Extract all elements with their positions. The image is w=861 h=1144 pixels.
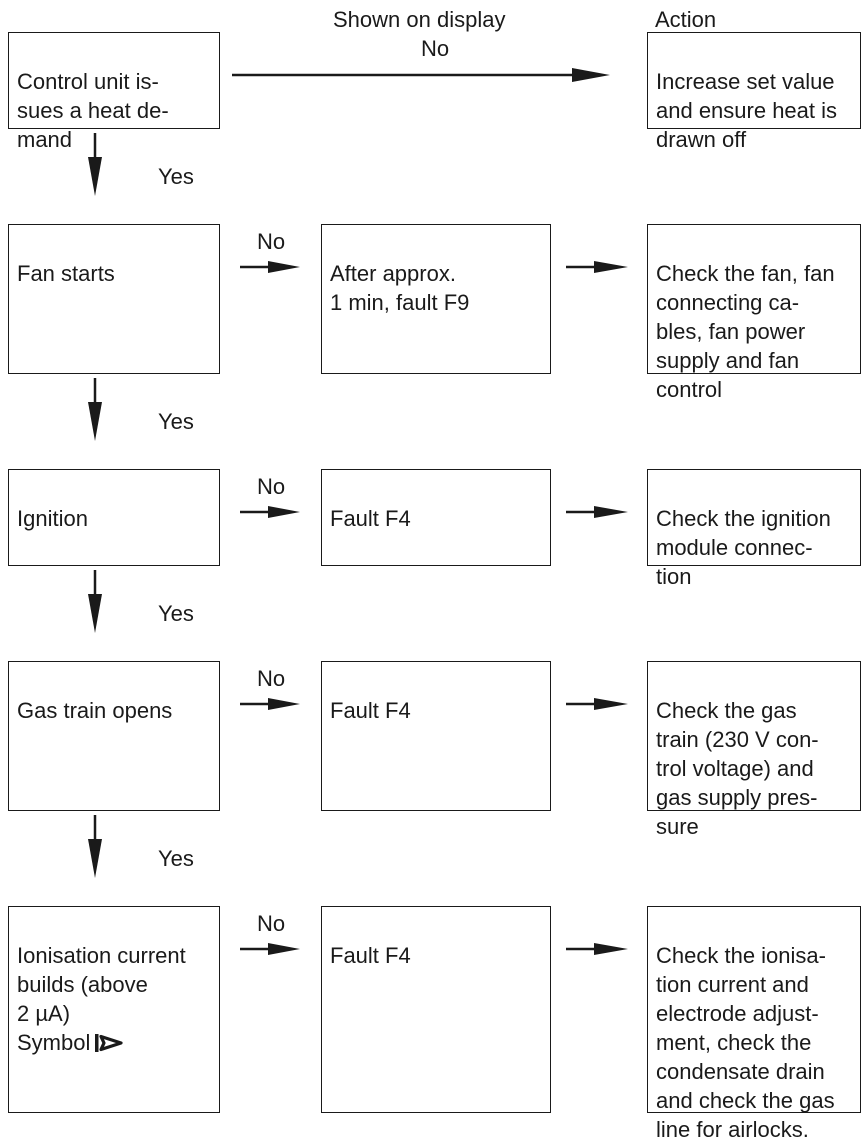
- no-label-row1: No: [421, 36, 450, 61]
- display-text: Fault F4: [330, 943, 411, 968]
- header-shown-on-display: Shown on display: [333, 7, 506, 32]
- box-ionisation-current: Ionisation current builds (above 2 µA) S…: [8, 906, 220, 1113]
- no-label-row4: No: [257, 666, 286, 691]
- box-display-row3: Fault F4: [321, 469, 551, 566]
- box-action-row2: Check the fan, fan connecting ca- bles, …: [647, 224, 861, 402]
- yes-label-2: Yes: [158, 409, 194, 434]
- box-control-unit-heat-demand: Control unit is- sues a heat de- mand: [8, 32, 220, 152]
- display-text: Fault F4: [330, 506, 411, 531]
- header-action: Action: [655, 7, 717, 32]
- no-label-row2: No: [257, 229, 286, 254]
- no-label-row3: No: [257, 474, 286, 499]
- flame-symbol-icon: [94, 1031, 124, 1060]
- check-text: Ionisation current builds (above 2 µA) S…: [17, 943, 186, 1055]
- action-text: Check the gas train (230 V con- trol vol…: [656, 698, 819, 839]
- check-text: Gas train opens: [17, 698, 173, 723]
- box-action-row5: Check the ionisa- tion current and elect…: [647, 906, 861, 1142]
- display-text: After approx. 1 min, fault F9: [330, 261, 470, 315]
- box-display-row5: Fault F4: [321, 906, 551, 1113]
- check-text: Fan starts: [17, 261, 115, 286]
- yes-label-4: Yes: [158, 846, 194, 871]
- box-action-row3: Check the ignition module connec- tion: [647, 469, 861, 589]
- check-text: Control unit is- sues a heat de- mand: [17, 69, 169, 152]
- flow-arrows: [88, 68, 628, 955]
- action-text: Increase set value and ensure heat is dr…: [656, 69, 838, 152]
- box-gas-train-opens: Gas train opens: [8, 661, 220, 811]
- action-text: Check the fan, fan connecting ca- bles, …: [656, 261, 835, 402]
- box-display-row2: After approx. 1 min, fault F9: [321, 224, 551, 374]
- box-action-row1: Increase set value and ensure heat is dr…: [647, 32, 861, 152]
- check-text: Ignition: [17, 506, 88, 531]
- no-label-row5: No: [257, 911, 286, 936]
- box-ignition: Ignition: [8, 469, 220, 566]
- display-text: Fault F4: [330, 698, 411, 723]
- yes-label-3: Yes: [158, 601, 194, 626]
- box-action-row4: Check the gas train (230 V con- trol vol…: [647, 661, 861, 839]
- yes-label-1: Yes: [158, 164, 194, 189]
- box-fan-starts: Fan starts: [8, 224, 220, 374]
- action-text: Check the ignition module connec- tion: [656, 506, 831, 589]
- box-display-row4: Fault F4: [321, 661, 551, 811]
